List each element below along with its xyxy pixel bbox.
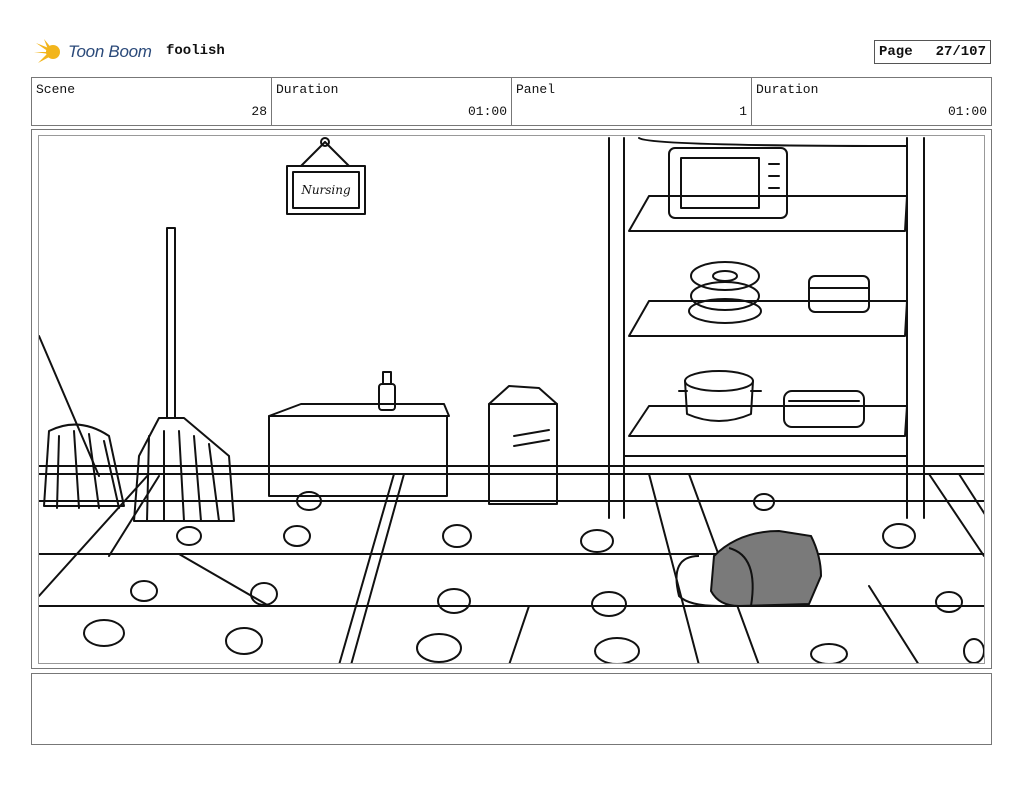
microwave [668,147,788,219]
scene-cell: Scene 28 [32,78,272,125]
floor-tiles [39,473,984,663]
toon-boom-star-icon [34,39,60,63]
cooking-pot [678,370,762,422]
brand-name: Toon Boom [68,42,152,61]
panel-duration-label: Duration [756,82,819,97]
panel-notes[interactable] [31,673,992,745]
panel-frame [31,129,992,669]
page-number: 27/107 [935,44,986,60]
floor-circle-pattern [83,491,984,663]
toon-boom-logo: Toon Boom [34,36,152,68]
bundt-cake [688,261,762,324]
scene-duration-cell: Duration 01:00 [272,78,512,125]
side-table [268,403,450,497]
bag [675,529,823,608]
project-name: foolish [166,43,225,59]
sign-text: Nursing [300,183,351,197]
scene-value: 28 [251,104,267,119]
panel-value: 1 [739,104,747,119]
food-container [808,275,870,313]
page-label: Page [879,44,913,60]
panel-duration-value: 01:00 [947,104,987,119]
milk-carton [488,385,558,505]
shot-info-table: Scene 28 Duration 01:00 Panel 1 Duration… [31,77,992,126]
scene-duration-value: 01:00 [467,104,507,119]
panel-cell: Panel 1 [512,78,752,125]
panel-duration-cell: Duration 01:00 [752,78,991,125]
baking-dish [783,390,865,428]
scene-duration-label: Duration [276,82,339,97]
page-indicator: Page 27/107 [874,40,991,64]
scene-label: Scene [36,82,76,97]
shelf-unit [608,137,925,519]
storyboard-panel: Nursing [38,135,985,664]
broom [133,227,235,522]
nursing-sign [286,137,366,215]
panel-label: Panel [516,82,556,97]
mop [39,335,125,509]
storyboard-sketch: Nursing [39,137,984,663]
bottle [378,371,396,411]
